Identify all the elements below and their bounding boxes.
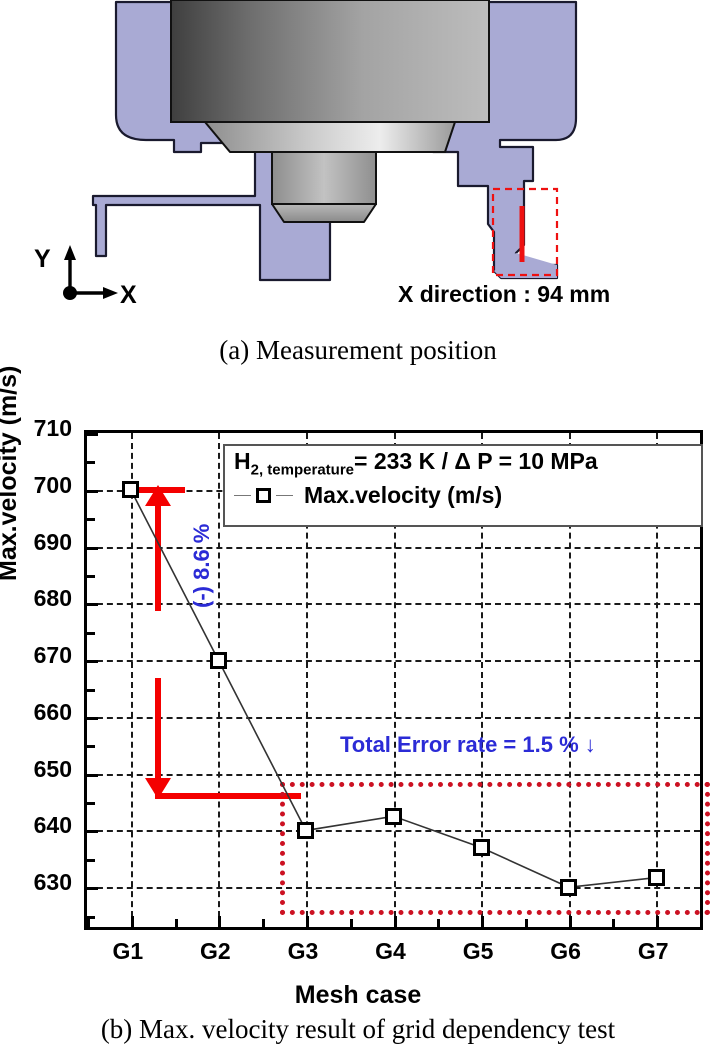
y-tick-650 — [87, 773, 98, 777]
legend-dash-right-icon — [276, 495, 293, 497]
gridline-x-G2 — [218, 433, 221, 927]
x-tick-G5 — [481, 916, 485, 927]
y-tick-label-700: 700 — [33, 471, 72, 498]
x-tick-G7 — [656, 916, 660, 927]
y-tick-minor-700 — [87, 461, 95, 465]
x-tick-label-G2: G2 — [200, 938, 231, 964]
data-point-G5 — [472, 839, 490, 856]
x-tick-minor-G4 — [437, 919, 441, 927]
data-point-G4 — [385, 807, 402, 825]
y-tick-label-630: 630 — [33, 869, 72, 896]
x-tick-label-G6: G6 — [550, 938, 581, 964]
y-tick-660 — [87, 716, 98, 720]
data-point-G2 — [209, 651, 227, 669]
error-rate-label: Total Error rate = 1.5 % ↓ — [340, 732, 596, 757]
y-tick-label-650: 650 — [33, 755, 72, 782]
gridline-x-G1 — [130, 433, 133, 927]
caption-a: (a) Measurement position — [219, 335, 497, 365]
gridline-x-G5 — [481, 433, 484, 927]
x-tick-G3 — [305, 916, 309, 927]
y-tick-670 — [87, 660, 98, 664]
x-tick-minor-G3 — [349, 919, 353, 927]
x-tick-label-G7: G7 — [637, 938, 669, 964]
y-tick-label-690: 690 — [33, 528, 72, 555]
gridline-x-G7 — [656, 433, 659, 927]
legend-condition-rest: = 233 K / Δ P = 10 MPa — [354, 448, 598, 474]
drop-arrow-up-head — [145, 485, 171, 506]
y-tick-label-660: 660 — [33, 698, 72, 725]
x-axis-title: Mesh case — [294, 981, 422, 1009]
y-tick-label-680: 680 — [33, 585, 72, 612]
x-tick-G6 — [568, 916, 572, 927]
y-tick-minor-630 — [87, 858, 95, 862]
y-tick-minor-670 — [87, 631, 95, 635]
outlet-throat-chamfer — [494, 253, 557, 278]
y-tick-640 — [87, 830, 98, 834]
x-tick-label-G4: G4 — [375, 938, 406, 964]
y-tick-label-710: 710 — [33, 415, 72, 441]
x-direction-note: X direction : 94 mm — [398, 281, 611, 307]
x-tick-label-G1: G1 — [112, 938, 144, 964]
grid-dependency-chart: Max.velocity (m/s) Mesh case (-) 8.6 % T… — [0, 366, 716, 1010]
x-tick-G1 — [130, 916, 134, 927]
y-tick-label-670: 670 — [33, 642, 72, 669]
legend-condition-subscript: 2, temperature — [250, 461, 354, 479]
x-tick-minor-G6 — [612, 919, 616, 927]
y-tick-minor-690 — [87, 518, 95, 522]
measurement-region-box — [491, 187, 559, 277]
x-tick-label-G5: G5 — [462, 938, 494, 964]
y-tick-690 — [87, 546, 98, 550]
x-tick-minor-G2 — [262, 919, 266, 927]
legend-condition-prefix: H — [234, 448, 251, 474]
legend-condition-line: H2, temperature= 233 K / Δ P = 10 MPa — [234, 449, 701, 478]
x-tick-minor-G1 — [174, 919, 178, 927]
x-tick-G4 — [393, 916, 397, 927]
drop-bottom-bar — [155, 793, 301, 799]
axis-y-arrowhead — [64, 245, 76, 260]
y-tick-minor-640 — [87, 802, 95, 806]
measurement-position-figure: Y X X direction : 94 mm — [0, 0, 716, 330]
y-tick-minor-660 — [87, 688, 95, 692]
y-tick-630 — [87, 887, 98, 891]
plot-area: (-) 8.6 % Total Error rate = 1.5 % ↓ H2,… — [84, 430, 710, 930]
legend-dash-left-icon — [234, 495, 251, 497]
chart-legend: H2, temperature= 233 K / Δ P = 10 MPa Ma… — [223, 444, 703, 527]
valve-tip — [271, 203, 377, 223]
y-tick-minor-680 — [87, 574, 95, 578]
valve-cross-section-drawing — [63, 0, 578, 300]
drop-arrow-shaft-lower — [155, 678, 161, 783]
axis-x-label: X — [120, 281, 137, 309]
legend-square-marker-icon — [256, 488, 271, 504]
axis-x-arrowhead — [103, 287, 118, 299]
y-tick-label-640: 640 — [33, 812, 72, 839]
y-tick-680 — [87, 603, 98, 607]
data-point-G6 — [560, 878, 578, 896]
axis-y-label: Y — [34, 245, 51, 273]
drop-arrow-shaft — [155, 493, 161, 611]
x-tick-minor-start — [87, 919, 90, 927]
legend-series-label: Max.velocity (m/s) — [304, 482, 503, 509]
y-tick-700 — [87, 489, 98, 493]
y-tick-minor-650 — [87, 745, 95, 749]
caption-b: (b) Max. velocity result of grid depende… — [100, 1014, 616, 1044]
data-point-G7 — [647, 869, 665, 887]
data-point-G1 — [122, 481, 140, 499]
x-tick-minor-G5 — [524, 919, 528, 927]
axis-origin-dot — [63, 286, 77, 300]
valve-plug-block — [170, 0, 490, 123]
drop-arrow-down-head — [145, 778, 171, 799]
valve-stem — [271, 151, 377, 205]
y-tick-minor-625 — [87, 915, 95, 919]
valve-cone — [204, 121, 456, 153]
gridline-x-G4 — [393, 433, 396, 927]
data-point-G3 — [297, 821, 315, 839]
y-tick-710 — [87, 433, 98, 436]
gridline-x-G6 — [568, 433, 571, 927]
legend-series-row: Max.velocity (m/s) — [234, 482, 701, 509]
x-tick-G2 — [218, 916, 222, 927]
x-tick-label-G3: G3 — [287, 938, 319, 964]
converged-region-box — [280, 782, 710, 915]
gridline-x-G3 — [305, 433, 308, 927]
